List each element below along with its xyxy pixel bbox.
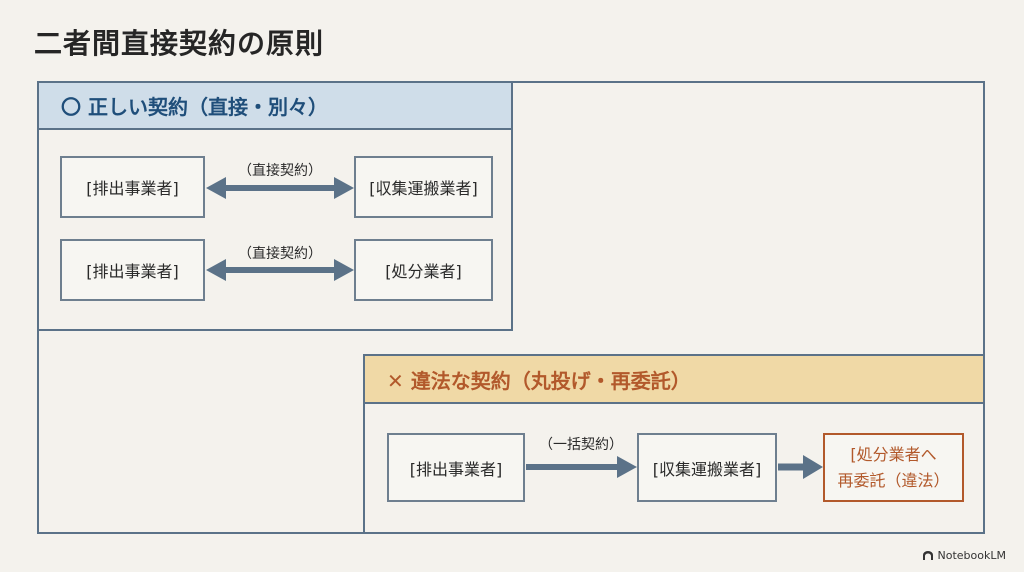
direct-contract-label-row1: （直接契約） [238,163,322,179]
page-title: 二者間直接契約の原則 [34,27,325,60]
correct-contract-heading: 〇 正しい契約（直接・別々） [39,83,511,130]
direct-contract-label-row2: （直接契約） [238,246,322,262]
brand-text: NotebookLM [937,549,1006,562]
generator-box-illegal: [排出事業者] [387,433,525,502]
illegal-subcontract-box: [処分業者へ 再委託（違法） [823,433,964,502]
transporter-box-illegal: [収集運搬業者] [637,433,777,502]
double-arrow-row2 [206,259,354,281]
arrow-transporter-to-subcontract [778,455,823,479]
generator-box-row2: [排出事業者] [60,239,205,301]
generator-box-row1: [排出事業者] [60,156,205,218]
illegal-subcontract-line2: 再委託（違法） [837,470,950,490]
disposer-box-row2: [処分業者] [354,239,493,301]
double-arrow-row1 [206,177,354,199]
arrow-generator-to-transporter [526,456,637,478]
notebook-icon [922,550,933,560]
illegal-contract-heading: ✕ 違法な契約（丸投げ・再委託） [365,356,983,404]
transporter-box-row1: [収集運搬業者] [354,156,493,218]
bulk-contract-label: （一括契約） [539,437,623,453]
illegal-subcontract-line1: [処分業者へ [850,444,937,464]
brand-logo: NotebookLM [922,549,1006,562]
